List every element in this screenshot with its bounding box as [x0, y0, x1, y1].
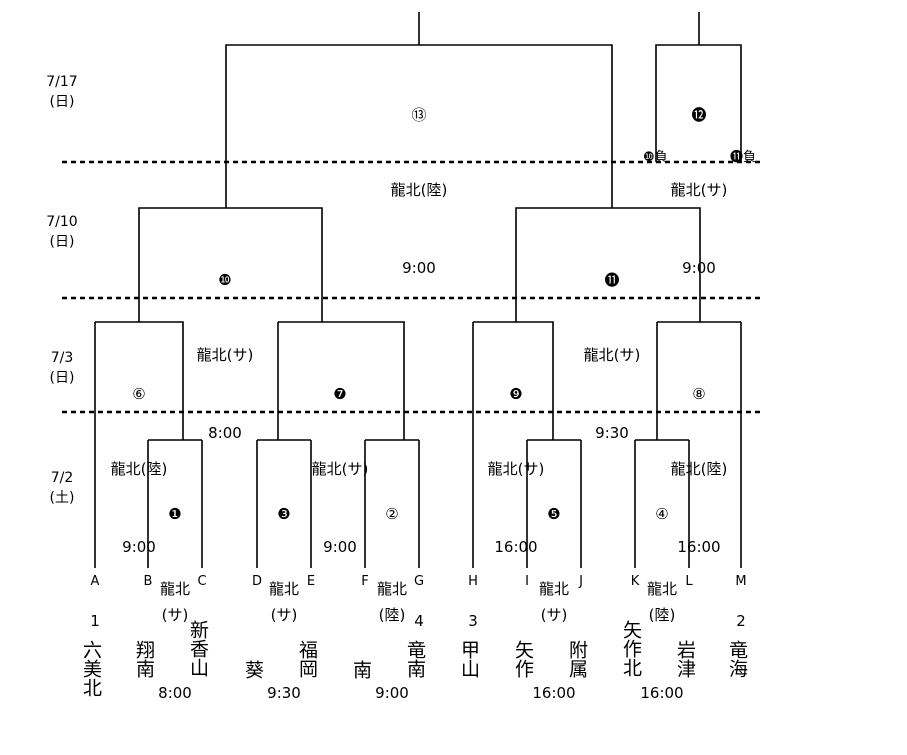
- date-label-7-2: 7/2 (土): [49, 470, 75, 506]
- match-1-time: 8:00: [158, 684, 192, 702]
- match-8-time: 16:00: [677, 538, 721, 556]
- match-2-time: 9:00: [375, 684, 409, 702]
- seed-a: 1: [90, 612, 100, 630]
- match-1-venue: 龍北 (サ): [159, 580, 190, 624]
- match-4-venue: 龍北 (陸): [646, 580, 677, 624]
- match-2-number: ②: [385, 505, 399, 523]
- seed-m: 2: [736, 612, 746, 630]
- match-3-time: 9:30: [267, 684, 301, 702]
- match-4-number: ④: [655, 505, 669, 523]
- match-13-time: 9:00: [402, 259, 436, 277]
- loser-label-10: ❿負: [643, 150, 668, 165]
- seed-g: 4: [414, 612, 424, 630]
- match-11-info: ⓫ 龍北(サ) 9:30: [567, 218, 657, 472]
- match-2-info: ② 龍北 (陸) 9:00: [369, 452, 415, 732]
- match-11-venue: 龍北(サ): [583, 346, 641, 364]
- match-8-number: ⑧: [692, 385, 706, 403]
- match-7-time: 9:00: [323, 538, 357, 556]
- match-6-info: ⑥ 龍北(陸) 9:00: [99, 332, 179, 586]
- match-9-bracket: [473, 321, 554, 440]
- date-label-7-10: 7/10 (日): [46, 214, 78, 250]
- match-5-venue: 龍北 (サ): [538, 580, 569, 624]
- match-9-number: ❾: [509, 385, 523, 403]
- match-6-bracket: [95, 321, 184, 440]
- match-8-info: ⑧ 龍北(陸) 16:00: [659, 332, 739, 586]
- match-2-venue: 龍北 (陸): [376, 580, 407, 624]
- match-10-venue: 龍北(サ): [196, 346, 254, 364]
- team-e: 福岡: [296, 640, 318, 678]
- slot-letter-f: F: [361, 574, 369, 589]
- match-4-info: ④ 龍北 (陸) 16:00: [637, 452, 687, 732]
- team-b: 翔南: [133, 640, 155, 678]
- match-10-bracket: [138, 207, 323, 322]
- team-m: 竜海: [726, 640, 748, 678]
- team-l: 岩津: [674, 640, 696, 678]
- match-13-number: ⑬: [411, 106, 427, 124]
- team-h: 甲山: [458, 640, 480, 678]
- match-5-number: ❺: [547, 505, 561, 523]
- match-4-time: 16:00: [640, 684, 684, 702]
- slot-letter-l: L: [685, 574, 693, 589]
- match-3-venue: 龍北 (サ): [268, 580, 299, 624]
- match-12-info: ⓬ 龍北(サ) 9:00: [654, 53, 744, 307]
- team-a: 六美北: [80, 640, 102, 697]
- match-7-number: ❼: [333, 385, 347, 403]
- match-9-venue: 龍北(サ): [487, 460, 545, 478]
- match-3-number: ❸: [277, 505, 291, 523]
- team-g: 竜南: [404, 640, 426, 678]
- team-c: 新香山: [187, 620, 209, 677]
- date-label-7-17: 7/17 (日): [46, 74, 78, 110]
- slot-letter-k: K: [630, 574, 640, 589]
- slot-letter-i: I: [525, 574, 529, 589]
- match-5-time: 16:00: [532, 684, 576, 702]
- date-label-7-3: 7/3 (日): [49, 350, 75, 386]
- match-9-time: 16:00: [494, 538, 538, 556]
- match-7-info: ❼ 龍北(サ) 9:00: [300, 332, 380, 586]
- slot-letter-b: B: [143, 574, 153, 589]
- match-12-venue: 龍北(サ): [670, 181, 728, 199]
- match-10-info: ❿ 龍北(サ) 8:00: [180, 218, 270, 472]
- seed-h: 3: [468, 612, 478, 630]
- match-6-time: 9:00: [122, 538, 156, 556]
- match-11-number: ⓫: [604, 271, 620, 289]
- team-f: 南: [350, 660, 372, 679]
- match-10-time: 8:00: [208, 424, 242, 442]
- slot-letter-c: C: [197, 574, 207, 589]
- slot-letter-d: D: [251, 574, 262, 589]
- match-13-info: ⑬ 龍北(陸) 9:00: [374, 53, 464, 307]
- match-6-venue: 龍北(陸): [110, 460, 168, 478]
- slot-letter-j: J: [579, 574, 583, 589]
- bracket-paths: [94, 12, 742, 568]
- slot-letter-h: H: [468, 574, 478, 589]
- match-6-number: ⑥: [132, 385, 146, 403]
- match-3-info: ❸ 龍北 (サ) 9:30: [261, 452, 307, 732]
- team-d: 葵: [242, 660, 264, 679]
- match-11-time: 9:30: [595, 424, 629, 442]
- match-8-venue: 龍北(陸): [670, 460, 728, 478]
- match-13-venue: 龍北(陸): [390, 181, 448, 199]
- match-1-number: ❶: [168, 505, 182, 523]
- slot-letter-a: A: [90, 574, 100, 589]
- match-7-bracket: [278, 321, 405, 440]
- slot-letter-e: E: [306, 574, 316, 589]
- team-i: 矢作: [512, 640, 534, 678]
- team-j: 附属: [566, 640, 588, 678]
- match-11-bracket: [515, 207, 701, 322]
- match-12-number: ⓬: [691, 106, 707, 124]
- match-12-time: 9:00: [682, 259, 716, 277]
- loser-label-11: ⓫負: [730, 150, 757, 165]
- match-10-number: ❿: [218, 271, 232, 289]
- match-5-info: ❺ 龍北 (サ) 16:00: [529, 452, 579, 732]
- slot-letter-m: M: [735, 574, 747, 589]
- slot-letter-g: G: [413, 574, 425, 589]
- match-9-info: ❾ 龍北(サ) 16:00: [476, 332, 556, 586]
- match-7-venue: 龍北(サ): [311, 460, 369, 478]
- match-1-info: ❶ 龍北 (サ) 8:00: [152, 452, 198, 732]
- team-k: 矢作北: [620, 620, 642, 677]
